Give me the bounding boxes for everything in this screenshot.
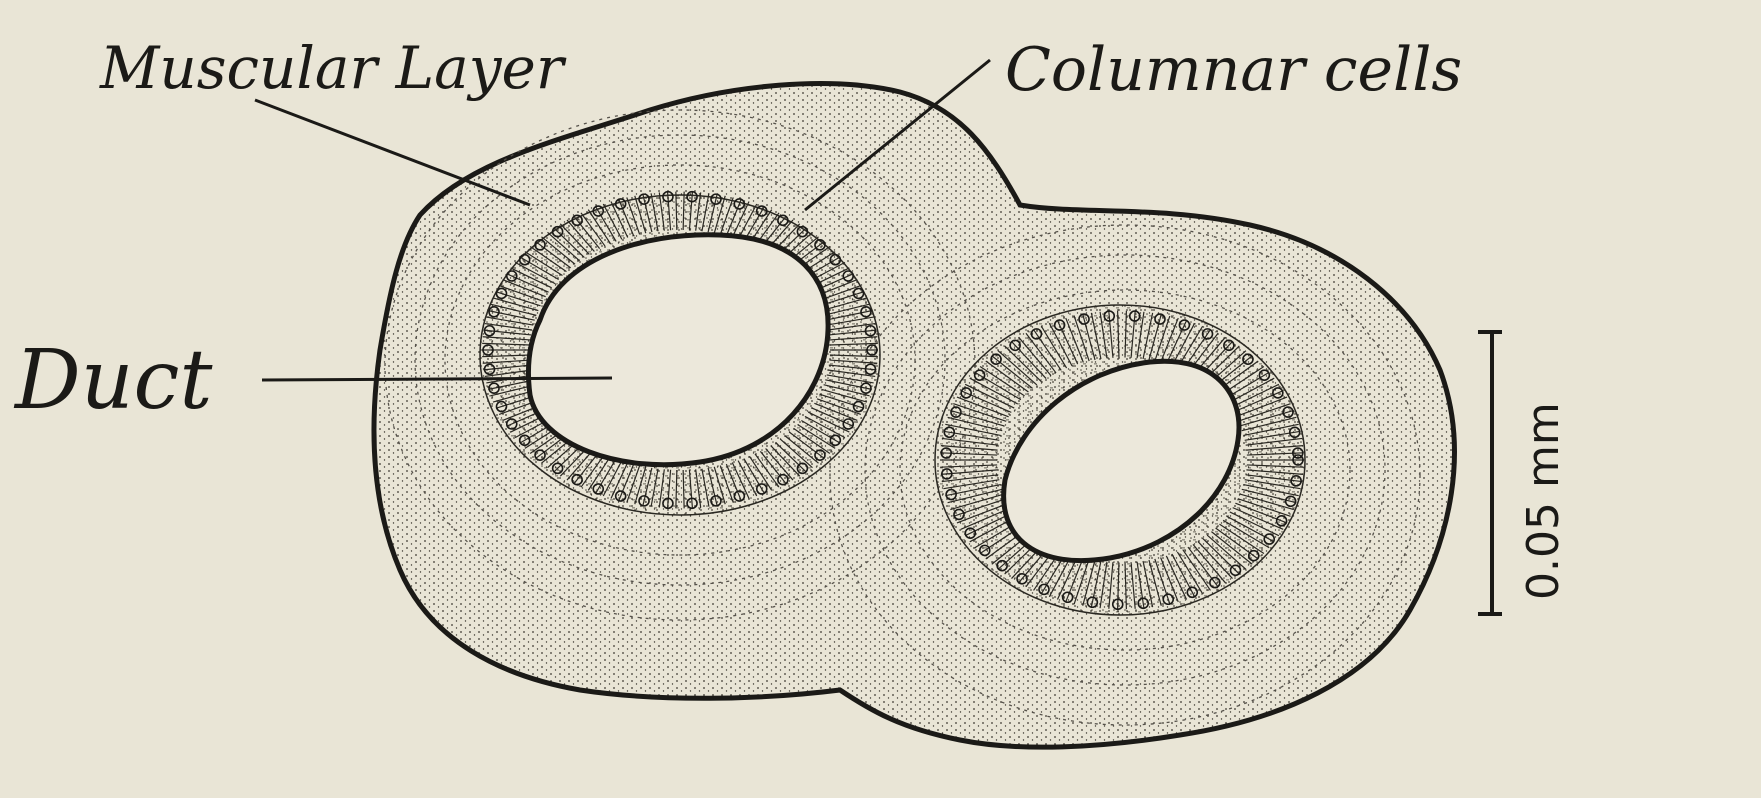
leader-duct bbox=[262, 378, 612, 380]
leader-muscular-layer bbox=[255, 100, 530, 205]
scale-bar: 0.05 mm bbox=[1478, 332, 1569, 614]
label-duct: Duct bbox=[13, 333, 213, 428]
label-muscular-layer: Muscular Layer bbox=[99, 34, 567, 102]
label-columnar-cells: Columnar cells bbox=[1005, 35, 1462, 105]
scale-bar-label: 0.05 mm bbox=[1518, 402, 1569, 600]
